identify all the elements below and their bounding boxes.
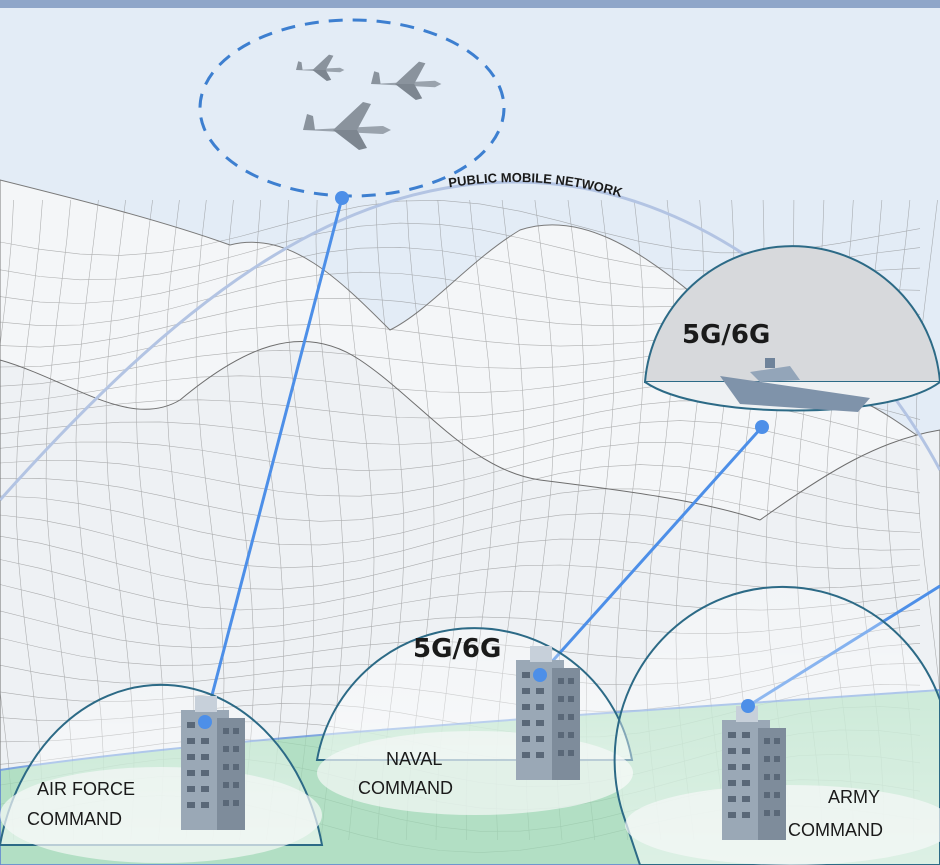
army-label-line1: ARMY [828,787,880,807]
air-force-link [203,197,344,723]
air-force-dome: AIR FORCE COMMAND [0,683,324,863]
top-bar [0,0,940,8]
air-force-label-line2: COMMAND [27,809,122,829]
naval-link [538,425,764,677]
fighter-group-circle [198,18,506,198]
naval-label-line1: NAVAL [386,749,442,769]
ship-endpoint [755,420,769,434]
naval-dome: NAVAL COMMAND 5G/6G [315,627,634,815]
naval-label-line2: COMMAND [358,778,453,798]
army-dome: ARMY COMMAND [613,585,940,865]
ship-dome: 5G/6G [643,245,940,412]
fighter-endpoint [335,191,349,205]
naval-endpoint [533,668,547,682]
warship-icon [720,358,870,412]
link-endpoints [198,191,769,729]
naval-dome-tag: 5G/6G [413,634,501,664]
ship-dome-tag: 5G/6G [682,320,770,350]
army-label-line2: COMMAND [788,820,883,840]
army-endpoint [741,699,755,713]
air-force-endpoint [198,715,212,729]
air-force-label-line1: AIR FORCE [37,779,135,799]
